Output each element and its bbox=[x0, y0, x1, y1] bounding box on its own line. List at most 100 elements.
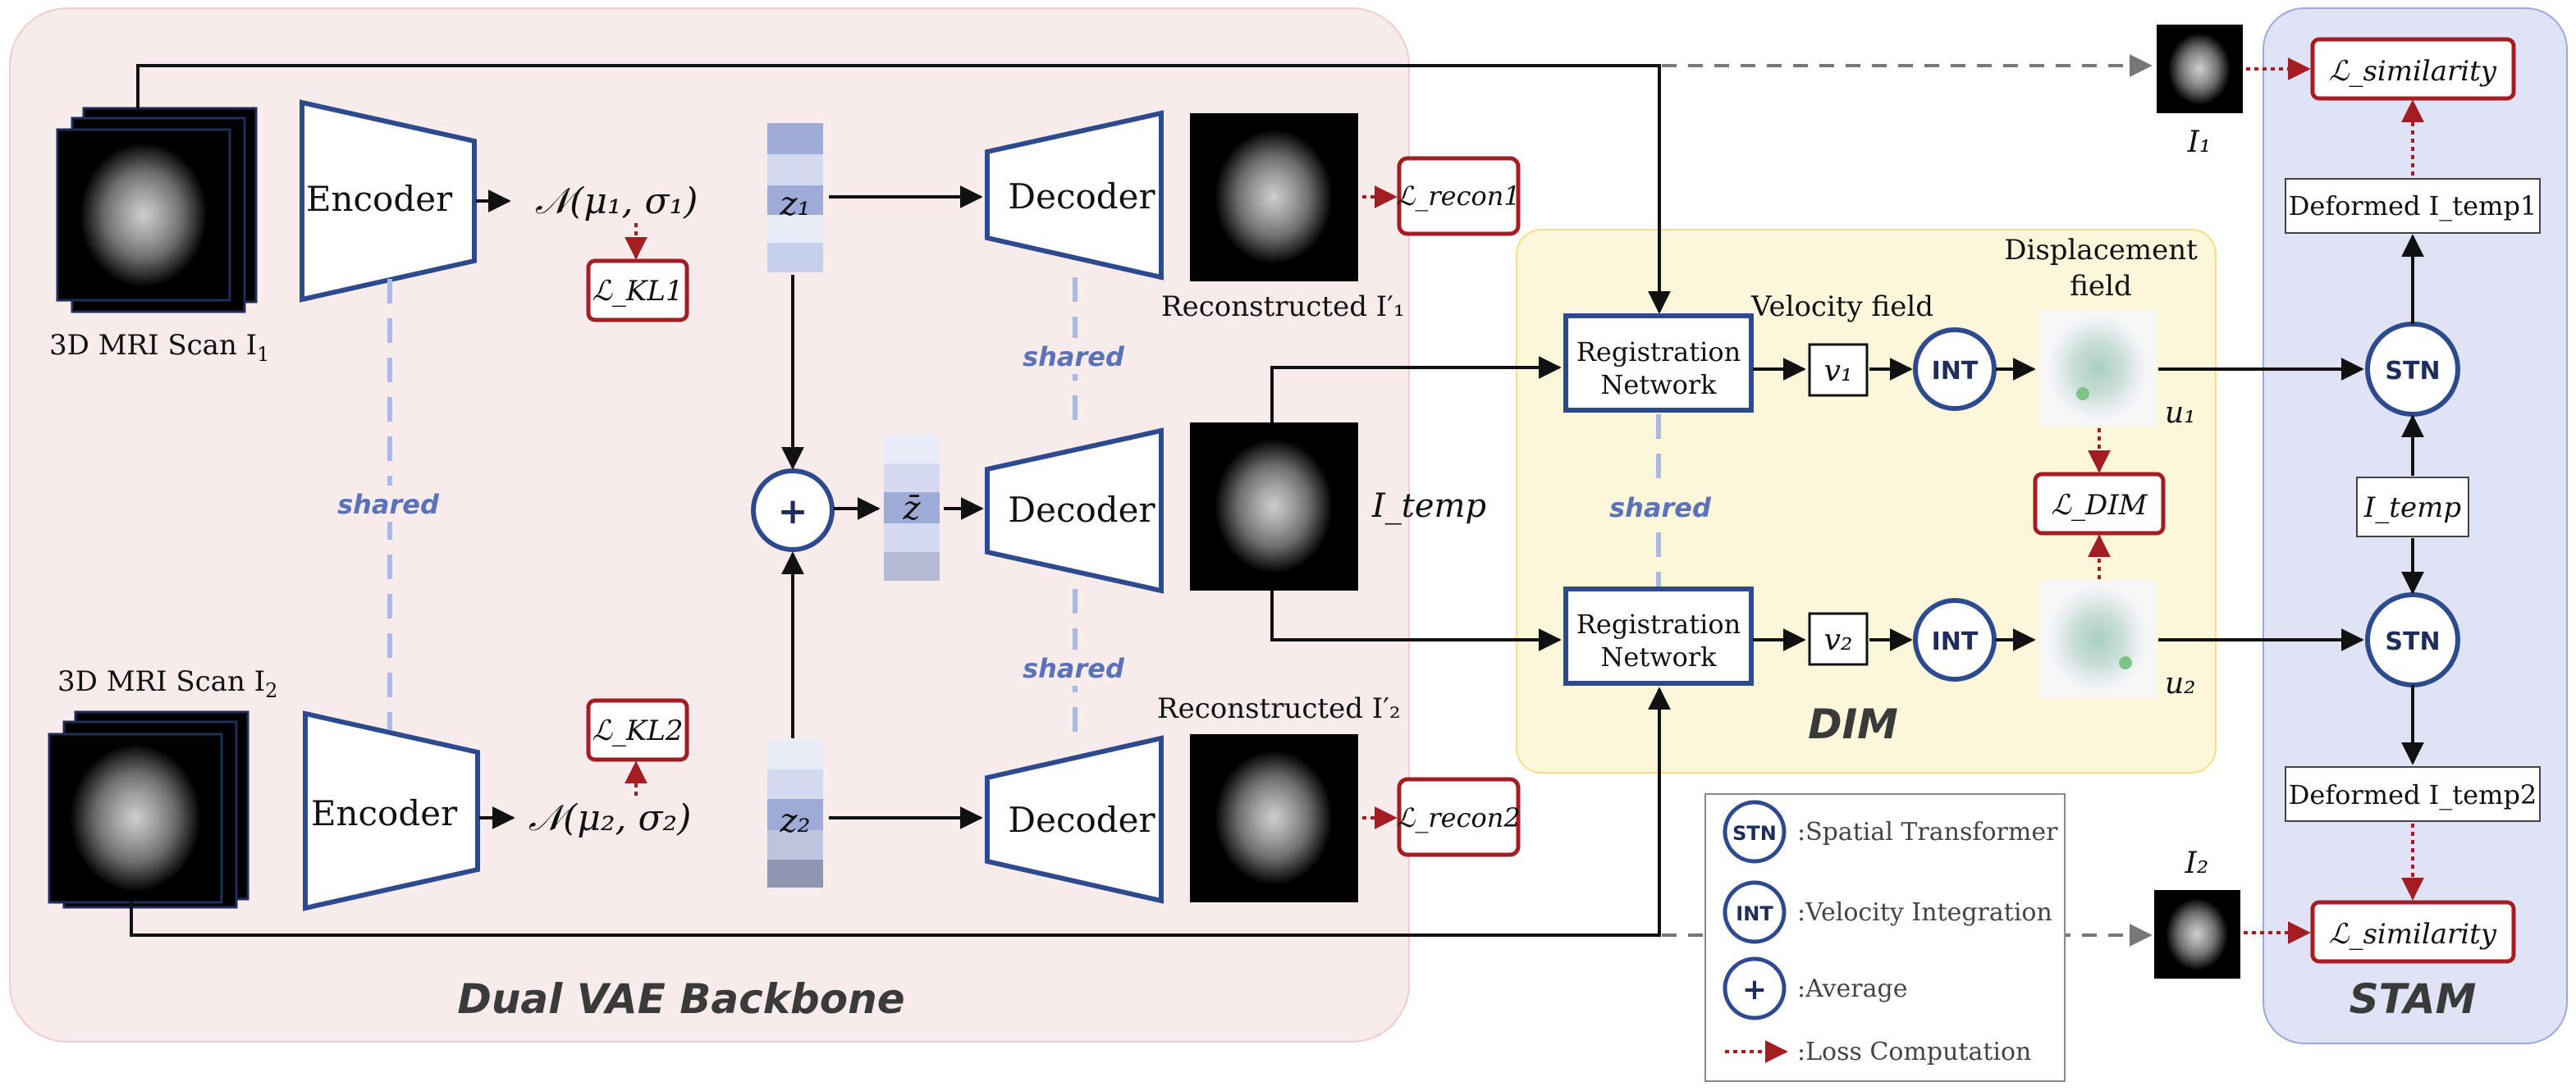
decoder-shared-label-top: shared bbox=[1023, 341, 1125, 372]
i1-image bbox=[2157, 25, 2243, 113]
legend-stn: STN :Spatial Transformer bbox=[1723, 800, 2058, 864]
scan1-label: 3D MRI Scan I1 bbox=[49, 329, 269, 366]
legend-average: + :Average bbox=[1723, 956, 1907, 1020]
registration-network-2: Registration Network bbox=[1563, 587, 1754, 686]
svg-text:STN: STN bbox=[2385, 628, 2440, 656]
i1-label: I₁ bbox=[2187, 126, 2212, 159]
deformed1-box: Deformed I_temp1 bbox=[2285, 178, 2541, 234]
distribution1: 𝒩(μ₁, σ₁) bbox=[535, 180, 698, 222]
svg-text:Decoder: Decoder bbox=[1008, 490, 1155, 530]
stn-node-2: STN bbox=[2365, 592, 2460, 687]
svg-text::Spatial Transformer: :Spatial Transformer bbox=[1797, 818, 2058, 847]
svg-text:ℒ_DIM: ℒ_DIM bbox=[2052, 489, 2148, 522]
svg-text:+: + bbox=[778, 491, 808, 532]
vae-region-title: Dual VAE Backbone bbox=[457, 975, 904, 1023]
svg-text:Decoder: Decoder bbox=[1008, 800, 1155, 840]
stn-node-1: STN bbox=[2365, 322, 2460, 417]
stam-region-title: STAM bbox=[2350, 975, 2477, 1023]
decoder-mid-block: Decoder bbox=[985, 427, 1164, 594]
scan1-stack bbox=[56, 107, 258, 313]
svg-text:Encoder: Encoder bbox=[311, 793, 458, 833]
scan2-stack bbox=[48, 710, 249, 909]
registration-network-1: Registration Network bbox=[1563, 313, 1754, 413]
recon2-image bbox=[1190, 734, 1358, 902]
dim-arrows bbox=[1753, 358, 2364, 651]
similarity2-loss-box: ℒ_similarity bbox=[2310, 900, 2516, 964]
svg-text:Network: Network bbox=[1600, 369, 1717, 400]
recon1-loss-box: ℒ_recon1 bbox=[1396, 156, 1521, 236]
registration-shared-label: shared bbox=[1609, 492, 1712, 523]
displacement-field-2-image bbox=[2039, 581, 2156, 697]
average-node: + bbox=[751, 468, 835, 552]
decoder-shared-label-bottom: shared bbox=[1023, 653, 1125, 684]
svg-text:Registration: Registration bbox=[1576, 336, 1741, 367]
vae-arrows bbox=[130, 64, 1671, 937]
svg-text:STN: STN bbox=[1732, 822, 1777, 845]
v2-box: v₂ bbox=[1808, 612, 1869, 666]
svg-text:INT: INT bbox=[1736, 902, 1773, 925]
i2-label: I₂ bbox=[2185, 847, 2209, 880]
int-node-1: INT bbox=[1913, 327, 1997, 411]
dim-loss-box: ℒ_DIM bbox=[2033, 472, 2166, 536]
svg-text::Average: :Average bbox=[1797, 975, 1907, 1003]
displacement-field-label-2: field bbox=[2070, 270, 2131, 303]
deformed2-box: Deformed I_temp2 bbox=[2285, 766, 2541, 822]
svg-text:Decoder: Decoder bbox=[1008, 176, 1155, 217]
latent-z2: z₂ bbox=[767, 740, 823, 888]
u1-label: u₁ bbox=[2165, 396, 2196, 430]
svg-text:Network: Network bbox=[1600, 641, 1717, 673]
svg-text:+: + bbox=[1742, 973, 1767, 1007]
recon1-image bbox=[1190, 113, 1358, 281]
kl2-loss-box: ℒ_KL2 bbox=[586, 698, 689, 762]
encoder-shared-label: shared bbox=[337, 489, 440, 520]
svg-text:Deformed I_temp1: Deformed I_temp1 bbox=[2289, 190, 2537, 221]
svg-text:z̄: z̄ bbox=[902, 490, 921, 527]
svg-text:STN: STN bbox=[2385, 357, 2440, 386]
svg-text:ℒ_recon1: ℒ_recon1 bbox=[1396, 180, 1520, 212]
similarity1-loss-box: ℒ_similarity bbox=[2310, 37, 2516, 101]
decoder2-block: Decoder bbox=[985, 735, 1164, 904]
svg-text:v₁: v₁ bbox=[1824, 354, 1853, 388]
latent-z1: z₁ bbox=[767, 123, 823, 272]
svg-text:Deformed I_temp2: Deformed I_temp2 bbox=[2289, 779, 2537, 810]
svg-text:INT: INT bbox=[1932, 357, 1979, 386]
i2-image bbox=[2154, 890, 2240, 979]
latent-zbar: z̄ bbox=[884, 435, 940, 581]
v1-box: v₁ bbox=[1808, 343, 1869, 397]
velocity-field-label: Velocity field bbox=[1750, 290, 1933, 323]
svg-text:INT: INT bbox=[1932, 628, 1979, 656]
recon2-loss-box: ℒ_recon2 bbox=[1396, 777, 1521, 857]
svg-text:Encoder: Encoder bbox=[306, 179, 453, 219]
legend-box: STN :Spatial Transformer INT :Velocity I… bbox=[1704, 793, 2066, 1082]
svg-text:ℒ_KL2: ℒ_KL2 bbox=[592, 714, 683, 747]
itemp-label: I_temp bbox=[1371, 487, 1486, 525]
encoder1-block: Encoder bbox=[300, 99, 477, 303]
int-node-2: INT bbox=[1913, 598, 1997, 682]
svg-text:ℒ_recon2: ℒ_recon2 bbox=[1396, 802, 1520, 833]
itemp-image bbox=[1190, 422, 1358, 591]
svg-text:Registration: Registration bbox=[1576, 609, 1741, 640]
legend-int: INT :Velocity Integration bbox=[1723, 880, 2052, 944]
recon2-label: Reconstructed I′₂ bbox=[1157, 692, 1401, 725]
displacement-field-1-image bbox=[2039, 310, 2156, 427]
svg-text:ℒ_similarity: ℒ_similarity bbox=[2329, 55, 2497, 88]
scan2-label: 3D MRI Scan I2 bbox=[57, 665, 277, 702]
itemp-stam-box: I_temp bbox=[2356, 477, 2469, 537]
svg-text:z₂: z₂ bbox=[779, 802, 810, 840]
svg-text:ℒ_KL1: ℒ_KL1 bbox=[592, 275, 683, 308]
svg-text::Loss Computation: :Loss Computation bbox=[1797, 1038, 2031, 1066]
dim-region-title: DIM bbox=[1808, 701, 1898, 748]
displacement-field-label-1: Displacement bbox=[2004, 234, 2198, 267]
svg-text:v₂: v₂ bbox=[1824, 623, 1853, 657]
svg-text::Velocity Integration: :Velocity Integration bbox=[1797, 898, 2052, 927]
distribution2: 𝒩(μ₂, σ₂) bbox=[528, 797, 691, 839]
svg-text:z₁: z₁ bbox=[779, 185, 810, 223]
kl1-loss-box: ℒ_KL1 bbox=[586, 258, 689, 322]
encoder2-block: Encoder bbox=[303, 710, 480, 911]
decoder1-block: Decoder bbox=[985, 110, 1164, 281]
svg-text:I_temp: I_temp bbox=[2363, 491, 2461, 524]
svg-text:ℒ_similarity: ℒ_similarity bbox=[2329, 918, 2497, 951]
legend-loss: :Loss Computation bbox=[1725, 1038, 2031, 1066]
u2-label: u₂ bbox=[2165, 667, 2196, 701]
